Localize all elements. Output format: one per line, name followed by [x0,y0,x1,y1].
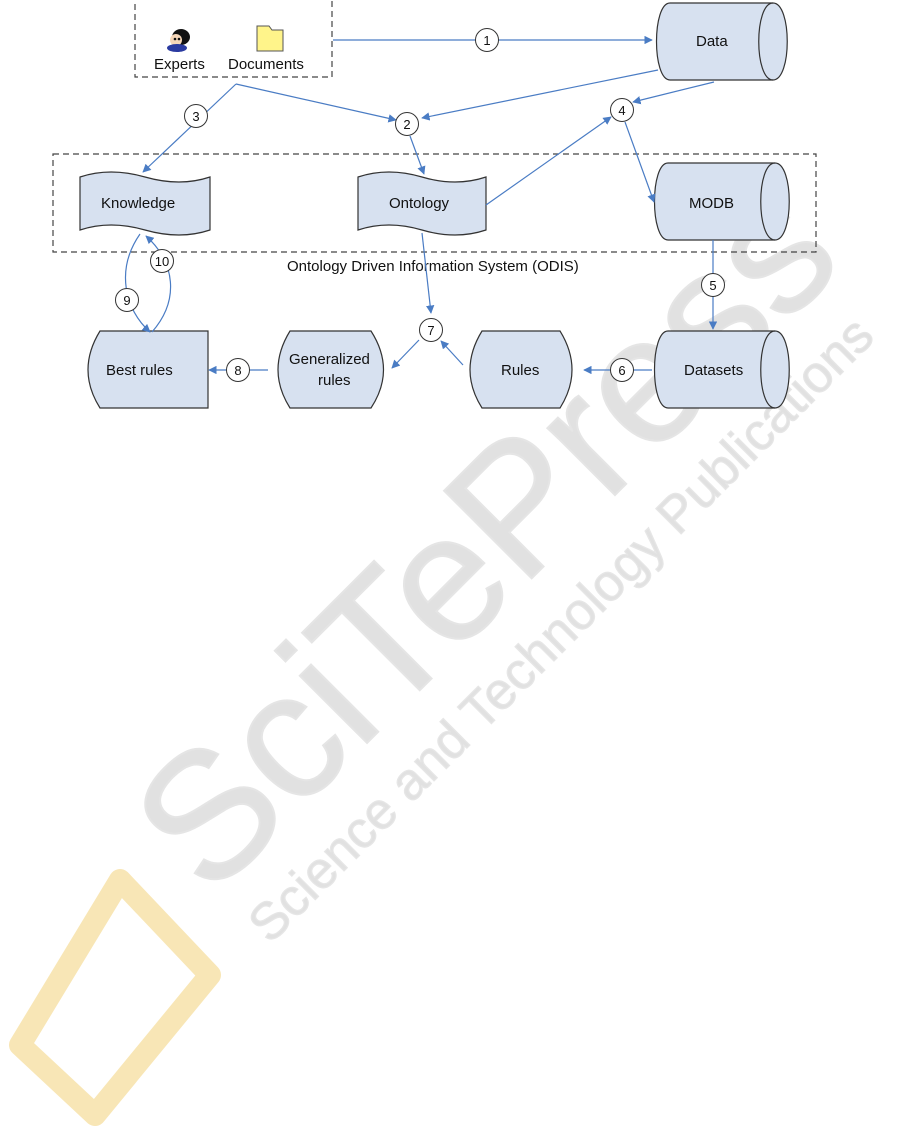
watermark-ring [20,880,210,1115]
node-rules-label: Rules [501,362,539,379]
node-modb-label: MODB [689,195,734,212]
step-5-label: 5 [709,278,716,293]
step-10-label: 10 [155,254,169,269]
step-5: 5 [702,274,725,297]
step-2: 2 [396,113,419,136]
step-8-label: 8 [234,363,241,378]
experts-icon [167,29,190,52]
step-9-label: 9 [123,293,130,308]
arrow-rules-to-step-7 [441,341,463,365]
node-generalized-rules: Generalized rules [278,331,384,408]
node-ontology-label: Ontology [389,195,450,212]
node-data: Data [657,3,788,80]
step-2-label: 2 [403,117,410,132]
step-4-label: 4 [618,103,625,118]
node-knowledge: Knowledge [80,172,210,235]
step-4: 4 [611,99,634,122]
arrow-step-7-to-generalized [392,340,419,368]
node-datasets: Datasets [655,331,790,408]
step-1-label: 1 [483,33,490,48]
step-8: 8 [227,359,250,382]
documents-label: Documents [228,56,304,73]
watermark: SciTePress Science and Technology Public… [20,149,885,1115]
arrow-data-to-step-4 [633,82,714,102]
node-ontology: Ontology [358,172,486,235]
node-modb: MODB [655,163,790,240]
step-6-label: 6 [618,363,625,378]
node-datasets-label: Datasets [684,362,743,379]
step-7-label: 7 [427,323,434,338]
step-9: 9 [116,289,139,312]
arrow-docs-to-knowledge [143,84,236,172]
arrow-step-2-to-ontology [410,136,424,174]
node-generalized-rules-label-2: rules [318,372,351,389]
step-7: 7 [420,319,443,342]
arrow-ontology-to-step-4 [486,117,611,205]
node-best-rules-label: Best rules [106,362,173,379]
source-box: Experts Documents [135,0,332,77]
step-10: 10 [151,250,174,273]
arrow-knowledge-to-best [126,234,150,332]
step-3: 3 [185,105,208,128]
step-1: 1 [476,29,499,52]
arrow-docs-to-step-2 [236,84,396,120]
step-3-label: 3 [192,109,199,124]
odis-caption: Ontology Driven Information System (ODIS… [287,258,579,275]
step-6: 6 [611,359,634,382]
node-generalized-rules-label-1: Generalized [289,351,370,368]
node-data-label: Data [696,33,728,50]
node-knowledge-label: Knowledge [101,195,175,212]
arrow-step-4-to-modb [625,122,654,202]
experts-label: Experts [154,56,205,73]
node-rules: Rules [470,331,572,408]
node-best-rules: Best rules [88,331,208,408]
documents-folder-icon [257,26,283,51]
